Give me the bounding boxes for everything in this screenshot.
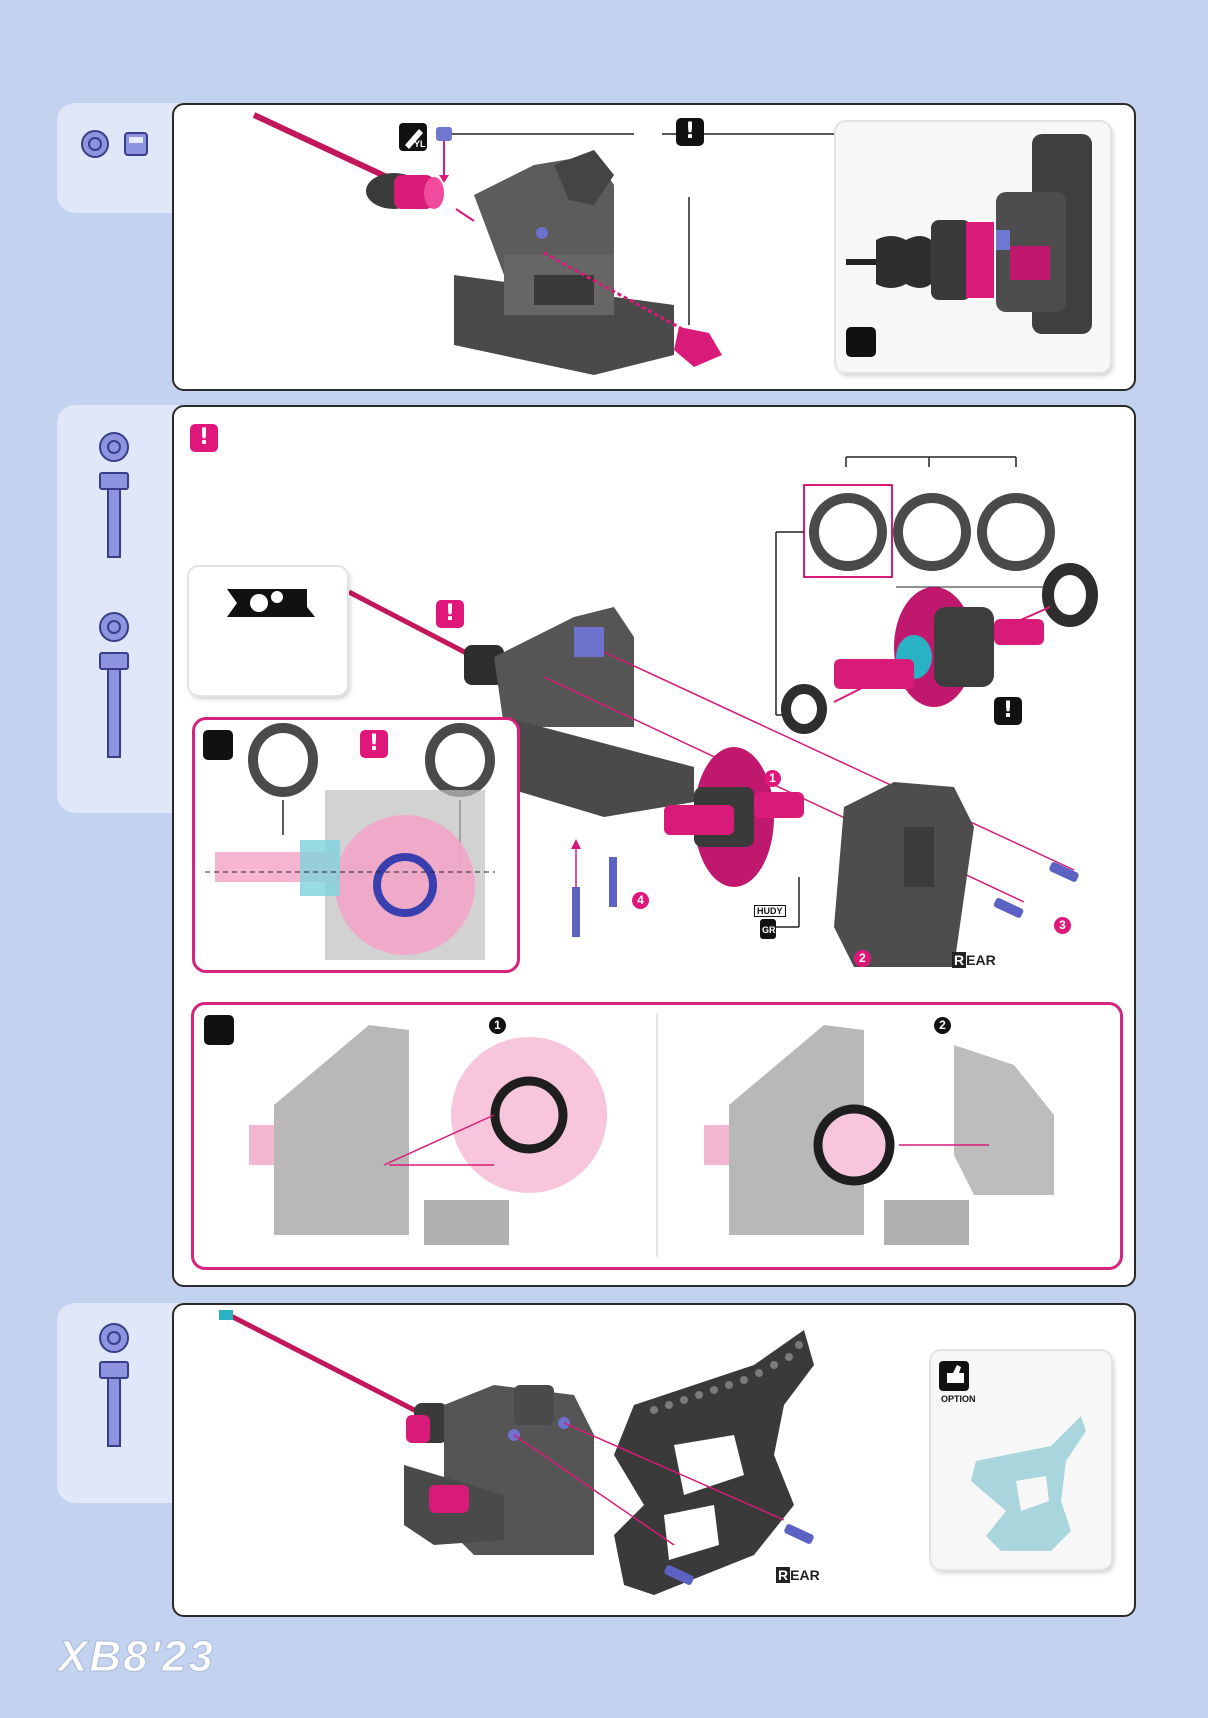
washer-and-spacer-icons [80,128,150,164]
tool-label: YL [414,139,426,149]
step2-hardware-list [90,425,140,765]
rear-initial: R [952,952,966,968]
callout-2: 2 [854,950,871,967]
screw-icons [90,1322,140,1452]
callout-1: 1 [764,770,781,787]
rear-text: EAR [790,1567,820,1583]
differential-upper [834,587,1044,707]
step1-hardware-list [80,128,150,164]
warning-icon: ! [676,118,704,146]
step1-zoom-inset [836,122,1110,372]
warning-icon: ! [436,600,464,628]
callout-4: 4 [632,892,649,909]
step3-hardware-list [90,1322,140,1452]
cv-joint-detail [836,122,1110,372]
step2-panel: ! [172,405,1136,1287]
seal-notch-detail: 1 2 [191,1002,1123,1270]
option-inset: OPTION [931,1351,1111,1569]
grease-label: GR [762,925,776,935]
hudy-label: HUDY [754,905,786,917]
option-label: OPTION [941,1394,976,1404]
seal-orientation-detail: ! [192,717,520,973]
seal-notch-comparison [194,1005,1120,1267]
seal-cross-section [195,720,517,970]
product-logo: XB8'23 [58,1632,215,1682]
gear-ratio-box [189,567,347,695]
warning-icon: ! [994,697,1022,725]
option-shock-tower [931,1351,1111,1569]
drive-cup [366,173,444,209]
rear-initial: R [776,1567,790,1583]
carbon-shock-tower [614,1330,814,1595]
screw-icons [90,425,140,765]
gear-icon [189,567,347,695]
step1-panel: YL ! [172,103,1136,391]
callout-3: 3 [1054,917,1071,934]
zoom-icon [846,327,876,357]
rear-gear-cover [834,782,974,967]
rear-text: EAR [966,952,996,968]
